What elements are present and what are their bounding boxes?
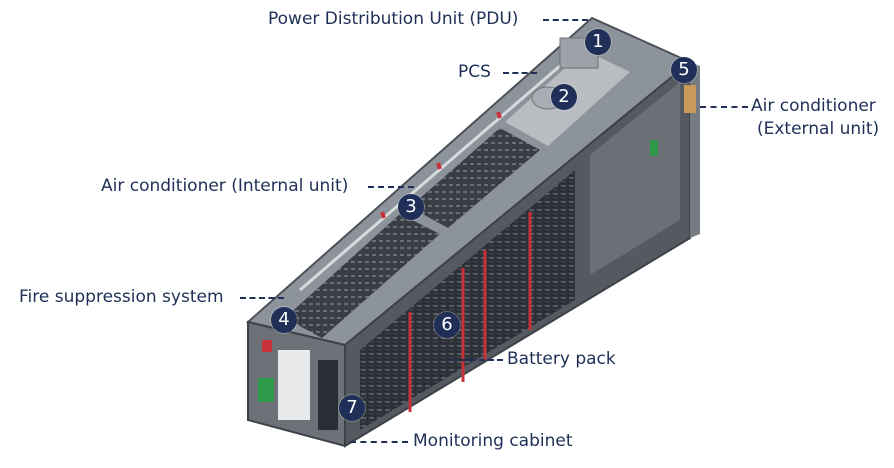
interior-bay-a: [285, 214, 440, 338]
leader-pcs: [503, 72, 537, 74]
label-fire-suppression: Fire suppression system: [19, 287, 224, 307]
leader-battery-pack: [452, 359, 503, 361]
badge-2: 2: [551, 84, 577, 110]
battery-racks: [360, 170, 575, 430]
badge-3: 3: [398, 194, 424, 220]
badge-1: 1: [585, 29, 611, 55]
badge-5: 5: [671, 57, 697, 83]
label-pdu: Power Distribution Unit (PDU): [268, 9, 519, 29]
badge-6: 6: [434, 312, 460, 338]
leader-air-conditioner-internal: [368, 186, 414, 188]
pcs-section-panels: [590, 82, 680, 275]
monitoring-cabinet-door: [318, 360, 338, 430]
external-ac-unit: [684, 85, 696, 113]
badge-4: 4: [271, 307, 297, 333]
leader-fire-suppression: [240, 297, 284, 299]
interior-bay-b: [410, 128, 540, 228]
green-control-panel: [258, 378, 274, 402]
leader-air-conditioner-external: [700, 106, 748, 108]
label-battery-pack: Battery pack: [507, 349, 616, 369]
leader-monitoring-cabinet: [350, 441, 408, 443]
end-door-white-panel: [278, 350, 310, 420]
label-air-conditioner-internal: Air conditioner (Internal unit): [101, 176, 349, 196]
label-air-conditioner-external-line2: (External unit): [757, 119, 880, 139]
label-pcs: PCS: [458, 62, 491, 82]
label-air-conditioner-external: Air conditioner: [751, 96, 876, 116]
badge-7: 7: [339, 395, 365, 421]
leader-pdu: [543, 19, 588, 21]
label-monitoring-cabinet: Monitoring cabinet: [413, 431, 573, 451]
